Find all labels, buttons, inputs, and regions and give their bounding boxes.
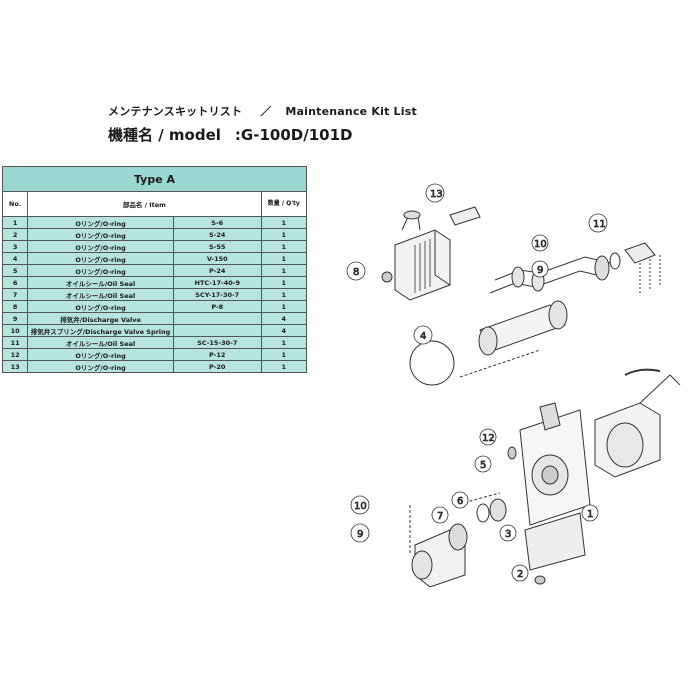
- cell-no: 7: [1, 288, 29, 301]
- cell-name: オイルシール/Oil Seal: [27, 288, 174, 301]
- callout-10: 10: [534, 239, 547, 250]
- cell-name: Oリング/O-ring: [27, 228, 174, 241]
- cell-item: S-6: [172, 216, 262, 229]
- cell-no: 10: [1, 324, 29, 337]
- cell-qty: 1: [260, 300, 308, 313]
- cell-qty: 1: [260, 360, 308, 373]
- model-label: 機種名 / model: [108, 126, 221, 144]
- cell-name: Oリング/O-ring: [27, 264, 174, 277]
- exploded-parts-diagram: 13 11 10 9 8 4 12 5 6 7 3 1 2 10 9: [346, 183, 681, 588]
- callout-3: 3: [505, 529, 511, 540]
- title-slash: ／: [260, 105, 272, 118]
- callout-11: 11: [593, 219, 606, 230]
- cell-no: 6: [1, 276, 29, 289]
- callout-6: 6: [457, 496, 463, 507]
- cell-no: 5: [1, 264, 29, 277]
- callout-8: 8: [353, 267, 359, 278]
- model-value: :G-100D/101D: [234, 126, 353, 144]
- cell-item: S-55: [172, 240, 262, 253]
- cell-name: 排気弁/Discharge Valve: [27, 312, 174, 325]
- cell-qty: 4: [260, 324, 308, 337]
- callout-2: 2: [517, 569, 523, 580]
- kit-list-title: メンテナンスキットリスト ／ Maintenance Kit List: [108, 103, 417, 119]
- cell-no: 1: [1, 216, 29, 229]
- cell-qty: 1: [260, 348, 308, 361]
- cell-no: 13: [1, 360, 29, 373]
- cell-no: 8: [1, 300, 29, 313]
- callout-1: 1: [587, 509, 593, 520]
- cell-name: Oリング/O-ring: [27, 300, 174, 313]
- cell-name: Oリング/O-ring: [27, 240, 174, 253]
- upper-assembly: [381, 206, 661, 386]
- cell-name: Oリング/O-ring: [27, 348, 174, 361]
- cell-qty: 4: [260, 312, 308, 325]
- cell-item: HTC-17-40-9: [172, 276, 262, 289]
- cell-item: V-150: [172, 252, 262, 265]
- callout-9-lower: 9: [357, 529, 363, 540]
- type-label: Type A: [2, 166, 307, 192]
- cell-item: P-12: [172, 348, 262, 361]
- cell-no: 4: [1, 252, 29, 265]
- cell-name: オイルシール/Oil Seal: [27, 336, 174, 349]
- cell-name: Oリング/O-ring: [27, 216, 174, 229]
- model-heading: 機種名 / model :G-100D/101D: [108, 124, 352, 145]
- cell-item: [172, 324, 262, 337]
- lower-assembly: [409, 368, 681, 588]
- part-callouts: 13 11 10 9 8 4 12 5 6 7 3 1 2 10 9: [346, 183, 608, 582]
- cell-no: 3: [1, 240, 29, 253]
- cell-no: 9: [1, 312, 29, 325]
- column-item: 部品名 / Item: [27, 191, 262, 217]
- cell-qty: 1: [260, 252, 308, 265]
- title-japanese: メンテナンスキットリスト: [108, 105, 243, 118]
- cell-no: 11: [1, 336, 29, 349]
- callout-10-lower: 10: [354, 501, 367, 512]
- cell-no: 12: [1, 348, 29, 361]
- callout-5: 5: [480, 460, 486, 471]
- cell-name: Oリング/O-ring: [27, 360, 174, 373]
- cell-item: SCY-17-30-7: [172, 288, 262, 301]
- column-qty: 数量 / Q'ty: [260, 191, 308, 217]
- cell-item: P-24: [172, 264, 262, 277]
- cell-qty: 1: [260, 336, 308, 349]
- title-english: Maintenance Kit List: [285, 105, 417, 118]
- cell-qty: 1: [260, 264, 308, 277]
- cell-qty: 1: [260, 276, 308, 289]
- cell-item: P-8: [172, 300, 262, 313]
- cell-qty: 1: [260, 240, 308, 253]
- cell-no: 2: [1, 228, 29, 241]
- column-no: No.: [1, 191, 29, 217]
- cell-qty: 1: [260, 228, 308, 241]
- cell-qty: 1: [260, 288, 308, 301]
- cell-name: オイルシール/Oil Seal: [27, 276, 174, 289]
- cell-item: S-24: [172, 228, 262, 241]
- callout-12: 12: [482, 433, 495, 444]
- cell-item: SC-15-30-7: [172, 336, 262, 349]
- callout-7: 7: [437, 511, 443, 522]
- cell-name: 排気弁スプリング/Discharge Valve Spring: [27, 324, 174, 337]
- cell-name: Oリング/O-ring: [27, 252, 174, 265]
- cell-item: P-20: [172, 360, 262, 373]
- callout-4: 4: [420, 331, 426, 342]
- cell-item: [172, 312, 262, 325]
- cell-qty: 1: [260, 216, 308, 229]
- callout-9: 9: [537, 265, 543, 276]
- callout-13: 13: [430, 189, 443, 200]
